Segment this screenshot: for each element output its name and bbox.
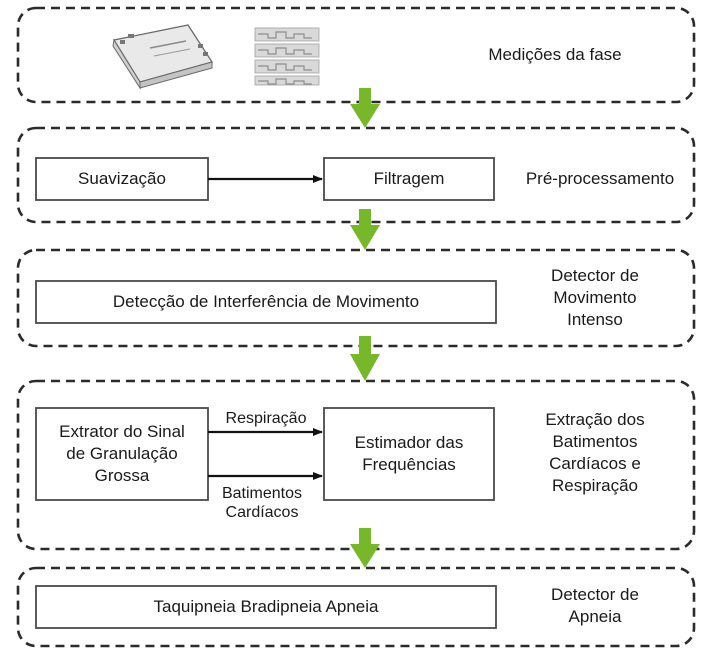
extrator-label: Extrator do Sinal de Granulação Grossa: [36, 421, 208, 487]
estimador-box: [323, 407, 495, 501]
stage-apnea-container: [16, 566, 696, 648]
stage-label-extraction-line-3: Cardíacos e: [549, 454, 641, 473]
suavizacao-box: [35, 157, 209, 201]
stage-label-apnea-line-1: Detector de: [551, 585, 639, 604]
green-arrow-3: [350, 336, 380, 381]
filtragem-label: Filtragem: [373, 169, 445, 188]
rfid-tag-array-icon: [254, 27, 320, 86]
deteccao-box: [35, 280, 497, 324]
green-arrow-2: [350, 209, 380, 250]
batimentos-line-2: Cardíacos: [225, 504, 299, 521]
stage-label-extraction: Extração dos Batimentos Cardíacos e Resp…: [515, 409, 675, 497]
stage-label-preprocessing-line-1: Pré-processamento: [525, 169, 675, 188]
stage-label-preprocessing: Pré-processamento: [500, 168, 700, 190]
stage-preprocessing-container: [16, 126, 696, 224]
respiracao-edge-label: Respiração: [225, 410, 307, 427]
batimentos-line-1: Batimentos: [221, 485, 303, 502]
green-arrow-4: [350, 528, 380, 568]
stage-label-phase: Medições da fase: [440, 44, 670, 66]
estimador-line-1: Estimador das: [354, 433, 464, 452]
stage-phase-container: [16, 6, 696, 104]
extrator-box: [35, 407, 209, 501]
suavizacao-label: Suavização: [78, 169, 166, 188]
estimador-label: Estimador das Frequências: [324, 432, 494, 476]
taquipneia-label: Taquipneia Bradipneia Apneia: [153, 597, 379, 616]
stage-label-motion-line-3: Intenso: [567, 310, 623, 329]
stage-label-extraction-line-2: Batimentos: [552, 432, 638, 451]
stage-label-apnea: Detector de Apneia: [515, 584, 675, 628]
stage-label-phase-line-1: Medições da fase: [488, 45, 622, 64]
green-arrow-1: [350, 88, 380, 128]
estimador-line-2: Frequências: [362, 455, 456, 474]
stage-label-extraction-line-1: Extração dos: [545, 410, 645, 429]
deteccao-label: Detecção de Interferência de Movimento: [112, 292, 420, 311]
extrator-line-3: Grossa: [94, 466, 150, 485]
stage-label-apnea-line-2: Apneia: [568, 607, 622, 626]
stage-label-extraction-line-4: Respiração: [552, 476, 638, 495]
taquipneia-box: [35, 585, 497, 629]
filtragem-box: [323, 157, 495, 201]
stage-motion-container: [16, 248, 696, 348]
extrator-line-2: de Granulação: [66, 444, 178, 463]
batimentos-edge-label: Batimentos Cardíacos: [200, 484, 324, 522]
rfid-reader-icon: [112, 24, 214, 90]
stage-label-motion: Detector de Movimento Intenso: [515, 265, 675, 331]
extrator-line-1: Extrator do Sinal: [59, 422, 185, 441]
stage-label-motion-line-1: Detector de: [551, 266, 639, 285]
stage-label-motion-line-2: Movimento: [553, 288, 637, 307]
